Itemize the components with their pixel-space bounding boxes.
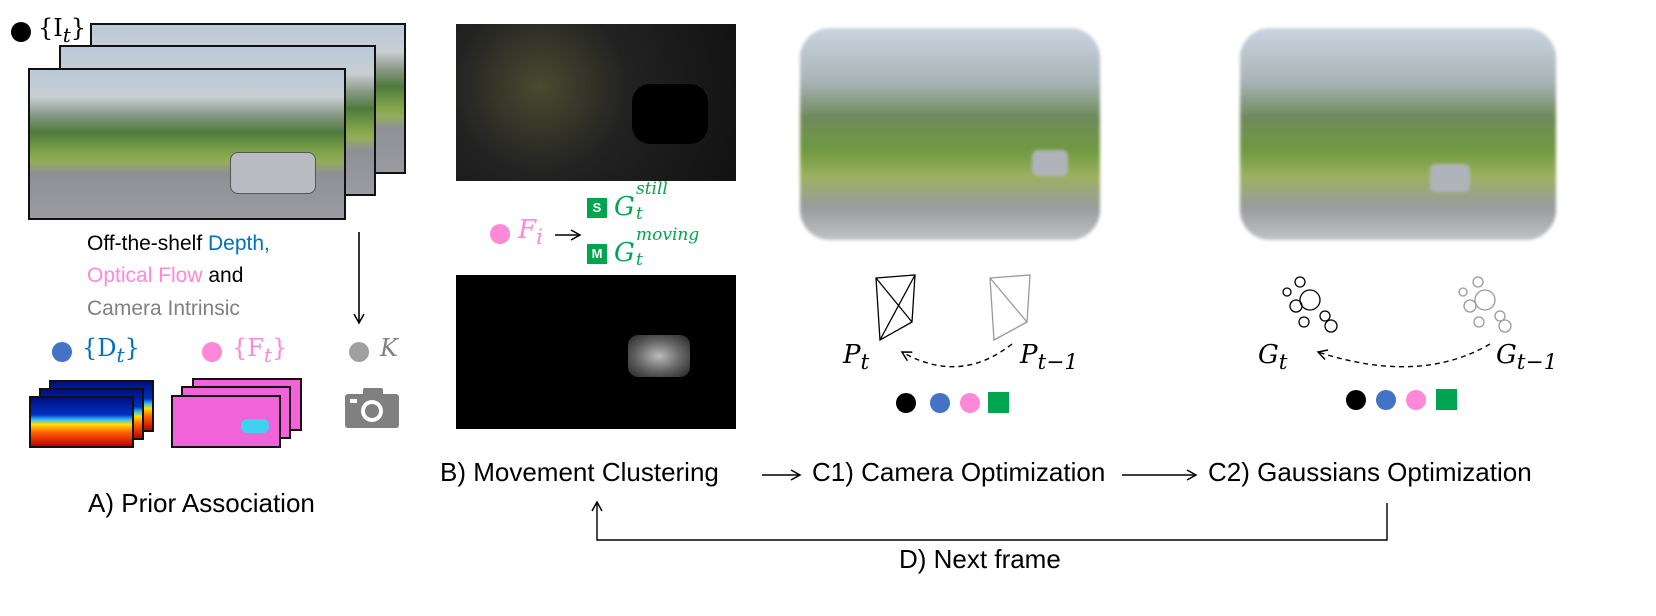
moving-sub: t bbox=[636, 250, 643, 270]
pose-t-sub: t bbox=[860, 350, 870, 376]
pose-t-label: Pt bbox=[843, 340, 869, 375]
rgb-dot-icon bbox=[1346, 390, 1366, 410]
intrinsic-label: K bbox=[380, 334, 398, 362]
gaussians-prev-symbol: G bbox=[1496, 340, 1517, 370]
prior-association-title: A) Prior Association bbox=[88, 488, 315, 518]
next-frame-loop-arrow bbox=[591, 500, 1388, 541]
still-sup: still bbox=[636, 179, 668, 199]
still-badge: S bbox=[587, 198, 607, 218]
camera-optimization-title: C1) Camera Optimization bbox=[812, 457, 1106, 487]
camera-opt-render bbox=[800, 28, 1100, 240]
desc-optical-flow: Optical Flow bbox=[87, 264, 203, 287]
depth-label: {Dt} bbox=[82, 334, 140, 367]
flow-label: {Ft} bbox=[232, 334, 287, 367]
depth-map-front bbox=[29, 396, 134, 448]
gaussian-opt-render bbox=[1240, 28, 1556, 240]
gaussians-optimization-title: C2) Gaussians Optimization bbox=[1208, 457, 1532, 487]
moving-badge: M bbox=[587, 244, 607, 264]
depth-close: } bbox=[124, 334, 140, 362]
flow-input-sub: i bbox=[536, 225, 543, 251]
pose-t-symbol: P bbox=[843, 340, 861, 370]
camera-pose-prev-icon bbox=[989, 274, 1031, 342]
intrinsic-dot-icon bbox=[349, 342, 369, 362]
still-symbol: G bbox=[614, 192, 635, 222]
gaussians-t-symbol: G bbox=[1258, 340, 1279, 370]
gaussians-t-sub: t bbox=[1278, 350, 1288, 376]
cluster-square-icon bbox=[1436, 389, 1457, 410]
prior-desc-line1: Off-the-shelf Depth, bbox=[87, 231, 270, 257]
desc-and: and bbox=[202, 264, 244, 287]
flow-sub: t bbox=[263, 342, 272, 367]
input-frame-front bbox=[28, 68, 346, 220]
moving-sup: moving bbox=[636, 225, 700, 245]
images-close: } bbox=[70, 14, 87, 42]
depth-symbol: {D bbox=[82, 334, 117, 362]
rgb-dot-icon bbox=[896, 393, 916, 413]
still-sub: t bbox=[636, 204, 643, 224]
next-frame-label: D) Next frame bbox=[893, 544, 1067, 575]
flow-input-label: Fi bbox=[518, 215, 543, 250]
images-label: {It} bbox=[38, 14, 86, 47]
gaussians-prev-sub: t−1 bbox=[1516, 350, 1558, 376]
gaussians-prev-label: Gt−1 bbox=[1496, 340, 1557, 375]
car-shape bbox=[1430, 164, 1470, 192]
pose-prev-symbol: P bbox=[1020, 340, 1038, 370]
masked-car-hole bbox=[632, 84, 708, 144]
depth-dot-icon bbox=[930, 393, 950, 413]
flow-dot-icon bbox=[960, 393, 980, 413]
pose-update-dashed-arrow bbox=[900, 343, 1013, 368]
moving-symbol: G bbox=[614, 238, 635, 268]
pose-prev-label: Pt−1 bbox=[1020, 340, 1078, 375]
desc-camera-intrinsic: Camera Intrinsic bbox=[87, 297, 240, 320]
moving-car-points bbox=[628, 335, 690, 377]
camera-pose-t-icon bbox=[875, 274, 916, 342]
desc-off-the-shelf: Off-the-shelf bbox=[87, 232, 208, 255]
flow-dot-icon bbox=[490, 224, 510, 244]
camera-icon bbox=[345, 388, 399, 428]
desc-depth: Depth, bbox=[208, 232, 270, 255]
gaussians-t-icon bbox=[1282, 276, 1338, 333]
moving-gaussians-label: G moving t bbox=[614, 226, 764, 272]
still-gaussians-label: G still t bbox=[614, 180, 764, 226]
gaussian-update-dashed-arrow bbox=[1316, 343, 1491, 368]
flow-map-front bbox=[171, 395, 281, 448]
flow-dot-icon bbox=[1406, 390, 1426, 410]
static-points-image bbox=[456, 24, 736, 181]
car-shape bbox=[1032, 150, 1068, 176]
car-shape bbox=[230, 152, 316, 194]
images-symbol: {I bbox=[38, 14, 63, 42]
depth-dot-icon bbox=[52, 342, 72, 362]
rgb-dot-icon bbox=[11, 22, 31, 42]
flow-input-symbol: F bbox=[518, 215, 537, 245]
depth-dot-icon bbox=[1376, 390, 1396, 410]
gaussians-prev-icon bbox=[1458, 276, 1512, 333]
gaussians-t-label: Gt bbox=[1258, 340, 1287, 375]
pose-prev-sub: t−1 bbox=[1037, 350, 1079, 376]
moving-points-image bbox=[456, 275, 736, 429]
images-sub: t bbox=[62, 22, 71, 47]
depth-sub: t bbox=[116, 342, 125, 367]
movement-clustering-title: B) Movement Clustering bbox=[440, 457, 719, 487]
flow-symbol: {F bbox=[232, 334, 264, 362]
flow-close: } bbox=[271, 334, 288, 362]
prior-desc-line2: Optical Flow and bbox=[87, 263, 243, 289]
cluster-square-icon bbox=[988, 392, 1009, 413]
flow-dot-icon bbox=[202, 342, 222, 362]
flow-car-blob bbox=[241, 419, 269, 433]
